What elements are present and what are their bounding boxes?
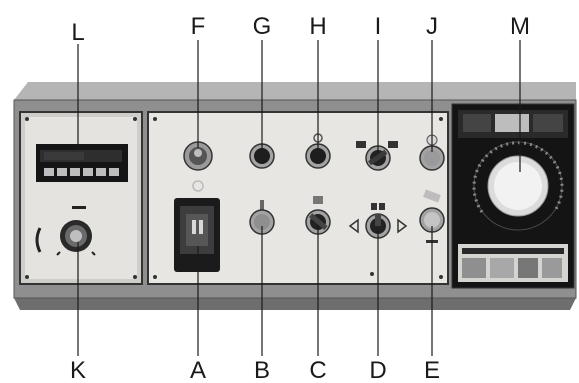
button-F xyxy=(183,141,213,171)
label-A: A xyxy=(190,357,206,383)
label-F: F xyxy=(191,13,206,40)
label-C: C xyxy=(309,357,326,383)
label-K: K xyxy=(70,357,86,383)
button-G xyxy=(249,143,275,169)
button-J xyxy=(419,134,445,171)
label-I: I xyxy=(375,13,382,40)
joystick-control xyxy=(35,206,96,256)
label-L: L xyxy=(71,19,84,46)
button-E xyxy=(419,189,445,243)
label-G: G xyxy=(253,13,272,40)
digital-readout xyxy=(36,144,128,182)
label-E: E xyxy=(424,357,440,383)
leader-lines xyxy=(77,40,521,356)
label-M: M xyxy=(510,13,530,40)
selector-switch-C xyxy=(305,196,331,235)
left-display-panel xyxy=(19,111,143,285)
label-D: D xyxy=(369,357,386,383)
label-H: H xyxy=(309,13,326,40)
label-J: J xyxy=(426,13,438,40)
label-B: B xyxy=(254,357,270,383)
emergency-switch-A xyxy=(174,180,220,272)
selector-switch-I xyxy=(356,141,398,171)
speed-dial-knob xyxy=(472,141,564,231)
